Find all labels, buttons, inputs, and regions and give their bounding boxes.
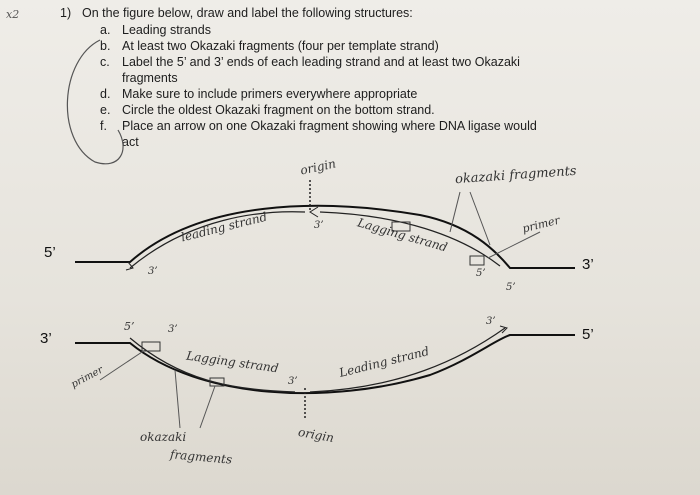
instruction-item: d. Make sure to include primers everywher… xyxy=(100,86,542,102)
pointer-line xyxy=(487,231,541,259)
arrowhead xyxy=(125,261,134,271)
label-bottom-right: 5’ xyxy=(582,326,594,343)
end-label: 3’ xyxy=(288,376,298,387)
item-text: Circle the oldest Okazaki fragment on th… xyxy=(122,103,435,117)
item-marker: f. xyxy=(100,119,107,133)
question-number: 1) xyxy=(60,6,72,20)
instruction-item: e. Circle the oldest Okazaki fragment on … xyxy=(100,102,542,118)
label-bottom-left: 3’ xyxy=(40,330,52,347)
label-top-right: 3’ xyxy=(582,256,594,273)
instruction-item: f. Place an arrow on one Okazaki fragment… xyxy=(100,118,542,150)
primer-box xyxy=(469,255,485,266)
instruction-item: b. At least two Okazaki fragments (four p… xyxy=(100,38,542,54)
pointer-line xyxy=(469,191,491,246)
bottom-parental-strand xyxy=(75,334,575,395)
end-label: 5’ xyxy=(506,282,516,293)
pointer-line xyxy=(174,369,181,429)
top-lagging-strand xyxy=(319,211,501,267)
hand-circle xyxy=(66,39,124,165)
item-text: Leading strands xyxy=(122,23,211,37)
bottom-lagging-strand xyxy=(129,337,296,393)
top-parental-strand xyxy=(75,204,575,269)
pointer-line xyxy=(199,385,216,429)
question-title: On the figure below, draw and label the … xyxy=(82,6,413,20)
item-text: At least two Okazaki fragments (four per… xyxy=(122,39,439,53)
bottom-leading-strand xyxy=(309,327,506,393)
end-label: 5’ xyxy=(124,320,135,333)
item-marker: d. xyxy=(100,87,111,101)
item-text: Place an arrow on one Okazaki fragment s… xyxy=(122,119,537,149)
item-marker: a. xyxy=(100,23,111,37)
end-label: 3’ xyxy=(486,316,496,327)
item-text: Make sure to include primers everywhere … xyxy=(122,87,418,101)
item-marker: c. xyxy=(100,55,110,69)
instruction-item: a. Leading strands xyxy=(100,22,542,38)
item-marker: b. xyxy=(100,39,111,53)
end-label: 5’ xyxy=(476,268,486,279)
instruction-list: a. Leading strands b. At least two Okazaki… xyxy=(100,22,542,150)
primer-box xyxy=(209,377,225,387)
okazaki-bottom-label-1: okazaki xyxy=(140,430,187,444)
primer-box xyxy=(141,341,161,352)
pointer-line xyxy=(99,349,146,381)
end-label: 3’ xyxy=(314,220,324,231)
arrowhead xyxy=(309,206,319,218)
corner-mark: x2 xyxy=(6,8,20,21)
item-text: Label the 5’ and 3’ ends of each leading… xyxy=(122,55,520,85)
instruction-item: c. Label the 5’ and 3’ ends of each leadi… xyxy=(100,54,542,86)
end-label: 3’ xyxy=(148,266,158,277)
top-leading-strand xyxy=(129,211,306,269)
label-top-left: 5’ xyxy=(44,244,56,261)
end-label: 3’ xyxy=(168,324,178,335)
item-marker: e. xyxy=(100,103,111,117)
pointer-line xyxy=(449,191,461,233)
arrowhead xyxy=(499,325,508,334)
primer-box xyxy=(391,221,411,232)
